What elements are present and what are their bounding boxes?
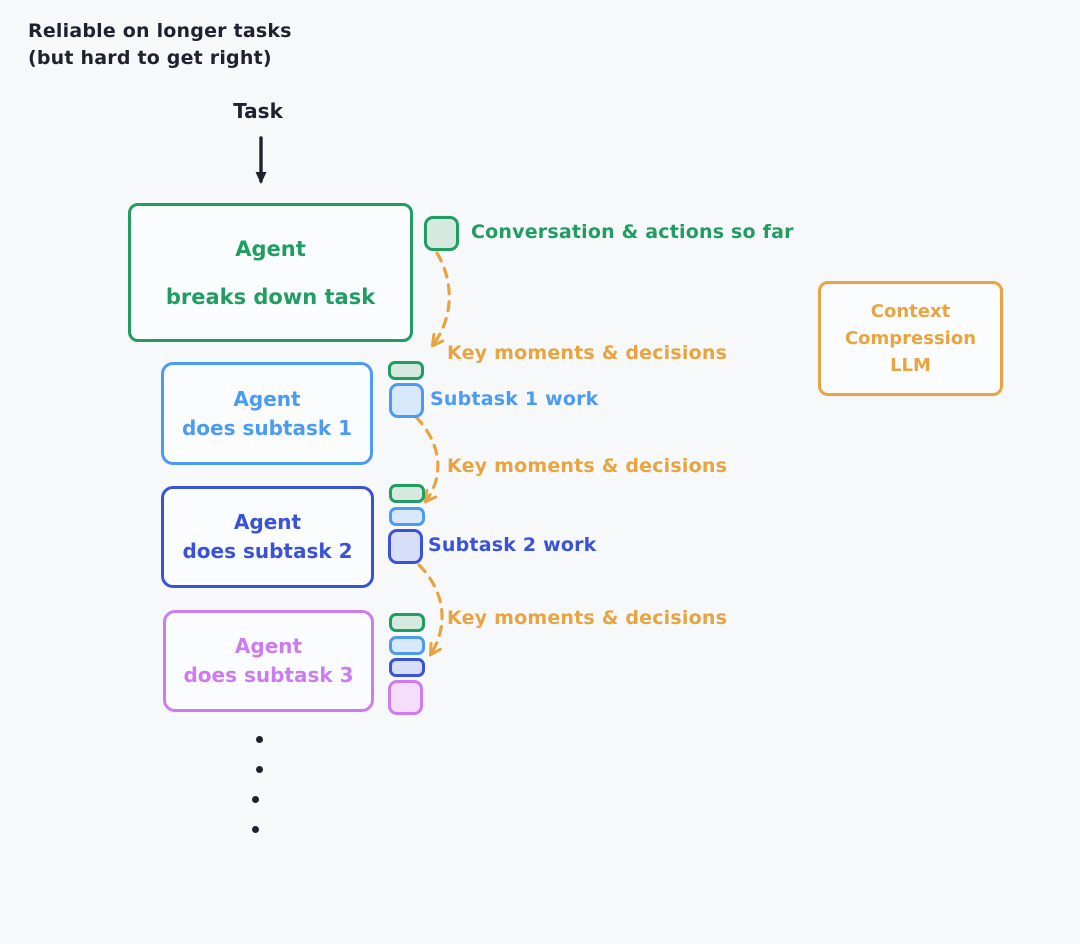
conversation-label: Conversation & actions so far [471,221,794,243]
summary-pill-green-2 [389,484,425,503]
subtask-2-work-label: Subtask 2 work [428,534,597,556]
agent-breakdown-line1: Agent [235,236,306,261]
ellipsis-dot [252,796,259,803]
agent-breakdown-line2: breaks down task [165,284,376,309]
context-box-line3: LLM [890,355,931,376]
subtask-1-box: Agent does subtask 1 [161,362,373,465]
summary-pill-indigo-3 [389,658,425,677]
subtask-3-line1: Agent [234,634,303,658]
ellipsis-dot [256,736,263,743]
task-label: Task [233,99,283,123]
summary-pill-green-1 [388,361,424,380]
ellipsis-dot [252,826,259,833]
title-line-2: (but hard to get right) [28,47,272,69]
conversation-chip-icon [424,216,459,251]
subtask-2-work-chip-icon [388,529,423,564]
context-box-line2: Compression [844,328,977,349]
context-compression-llm-box: Context Compression LLM [818,281,1003,396]
summary-pill-blue-3 [389,636,425,655]
subtask-1-line1: Agent [233,386,301,411]
subtask-3-line2: does subtask 3 [183,663,354,687]
subtask-2-box: Agent does subtask 2 [161,486,374,588]
key-moments-label-1: Key moments & decisions [447,342,728,364]
context-box-line1: Context [870,301,951,322]
ellipsis-dot [256,766,263,773]
subtask-2-line2: does subtask 2 [182,539,353,563]
key-moments-label-3: Key moments & decisions [447,607,728,629]
subtask-2-line1: Agent [233,510,302,534]
subtask-1-work-label: Subtask 1 work [430,388,599,410]
summary-pill-green-3 [389,613,425,632]
diagram-title: Reliable on longer tasks (but hard to ge… [28,18,292,72]
subtask-3-work-chip-icon [388,680,423,715]
summary-pill-blue-2 [389,507,425,526]
subtask-3-box: Agent does subtask 3 [163,610,374,712]
key-moments-label-2: Key moments & decisions [447,455,728,477]
agent-breakdown-box: Agent breaks down task [128,203,413,342]
compression-arrow-1 [430,251,451,348]
title-line-1: Reliable on longer tasks [28,20,292,42]
subtask-1-line2: does subtask 1 [181,415,353,440]
subtask-1-work-chip-icon [389,383,424,418]
